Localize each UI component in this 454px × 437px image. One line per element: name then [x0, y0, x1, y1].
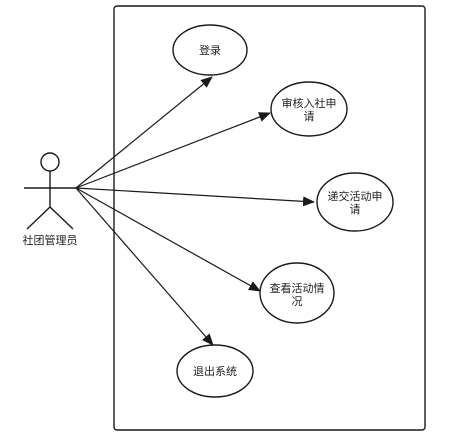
association-logout [75, 187, 214, 346]
use-case-ellipse [259, 262, 335, 324]
use-case-review-application: 审核入社申 请 [270, 81, 348, 137]
use-case-label: 退出系统 [193, 364, 237, 378]
use-case-label: 登录 [199, 43, 221, 57]
use-case-ellipse [176, 344, 254, 398]
actor-stick-figure: 社团管理员 [23, 152, 78, 247]
system-boundary [113, 5, 426, 431]
use-case-view-activity-status: 查看活动情 况 [259, 262, 335, 324]
actor-head [40, 152, 60, 172]
use-case-label-line1: 递交活动申 [328, 189, 383, 203]
association-view-activity-status [75, 187, 261, 292]
actor-label: 社团管理员 [23, 233, 78, 247]
use-case-ellipse [316, 172, 394, 232]
use-case-submit-activity-application: 递交活动申 请 [316, 172, 394, 232]
actor-right-leg [49, 206, 74, 230]
associations [75, 76, 315, 346]
use-case-login: 登录 [172, 24, 248, 76]
association-review-application [75, 112, 271, 189]
use-case-label-line2: 请 [304, 110, 315, 123]
use-case-label-line2: 请 [350, 203, 361, 216]
use-case-logout: 退出系统 [176, 344, 254, 398]
use-case-label-line1: 审核入社申 [282, 96, 337, 110]
association-login [75, 76, 213, 189]
use-case-label-line1: 查看活动情 [270, 281, 325, 295]
association-submit-activity-application [75, 187, 315, 207]
use-case-label-line2: 况 [292, 295, 303, 308]
use-case-ellipse [270, 81, 348, 137]
actor-left-leg [26, 206, 51, 230]
use-case-ellipse [172, 24, 248, 76]
